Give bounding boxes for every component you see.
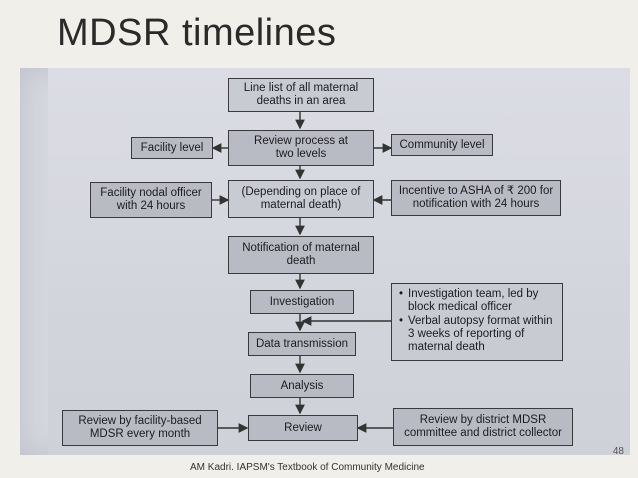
box-investigation-notes: Investigation team, led by block medical… — [391, 283, 563, 361]
box-incentive: Incentive to ASHA of ₹ 200 for notificat… — [391, 180, 561, 216]
box-depending: (Depending on place of maternal death) — [228, 180, 374, 218]
box-notification: Notification of maternal death — [228, 236, 374, 274]
box-facility-level: Facility level — [131, 137, 213, 159]
slide-title: MDSR timelines — [57, 12, 337, 54]
slide-footer: AM Kadri. IAPSM's Textbook of Community … — [190, 462, 425, 473]
box-facility-nodal: Facility nodal officer with 24 hours — [90, 182, 212, 218]
box-data-transmission: Data transmission — [248, 332, 356, 356]
box-community-level: Community level — [391, 134, 493, 156]
box-investigation: Investigation — [250, 290, 354, 314]
box-line-list: Line list of all maternal deaths in an a… — [228, 78, 374, 112]
box-review-process: Review process at two levels — [228, 130, 374, 166]
investigation-note-item: Verbal autopsy format within 3 weeks of … — [399, 315, 556, 354]
investigation-notes-list: Investigation team, led by block medical… — [398, 288, 556, 355]
investigation-note-item: Investigation team, led by block medical… — [399, 288, 556, 314]
box-review: Review — [248, 415, 358, 441]
box-analysis: Analysis — [250, 374, 354, 398]
page-number: 48 — [612, 446, 624, 457]
box-review-facility: Review by facility-based MDSR every mont… — [62, 410, 218, 446]
box-review-district: Review by district MDSR committee and di… — [393, 408, 573, 446]
